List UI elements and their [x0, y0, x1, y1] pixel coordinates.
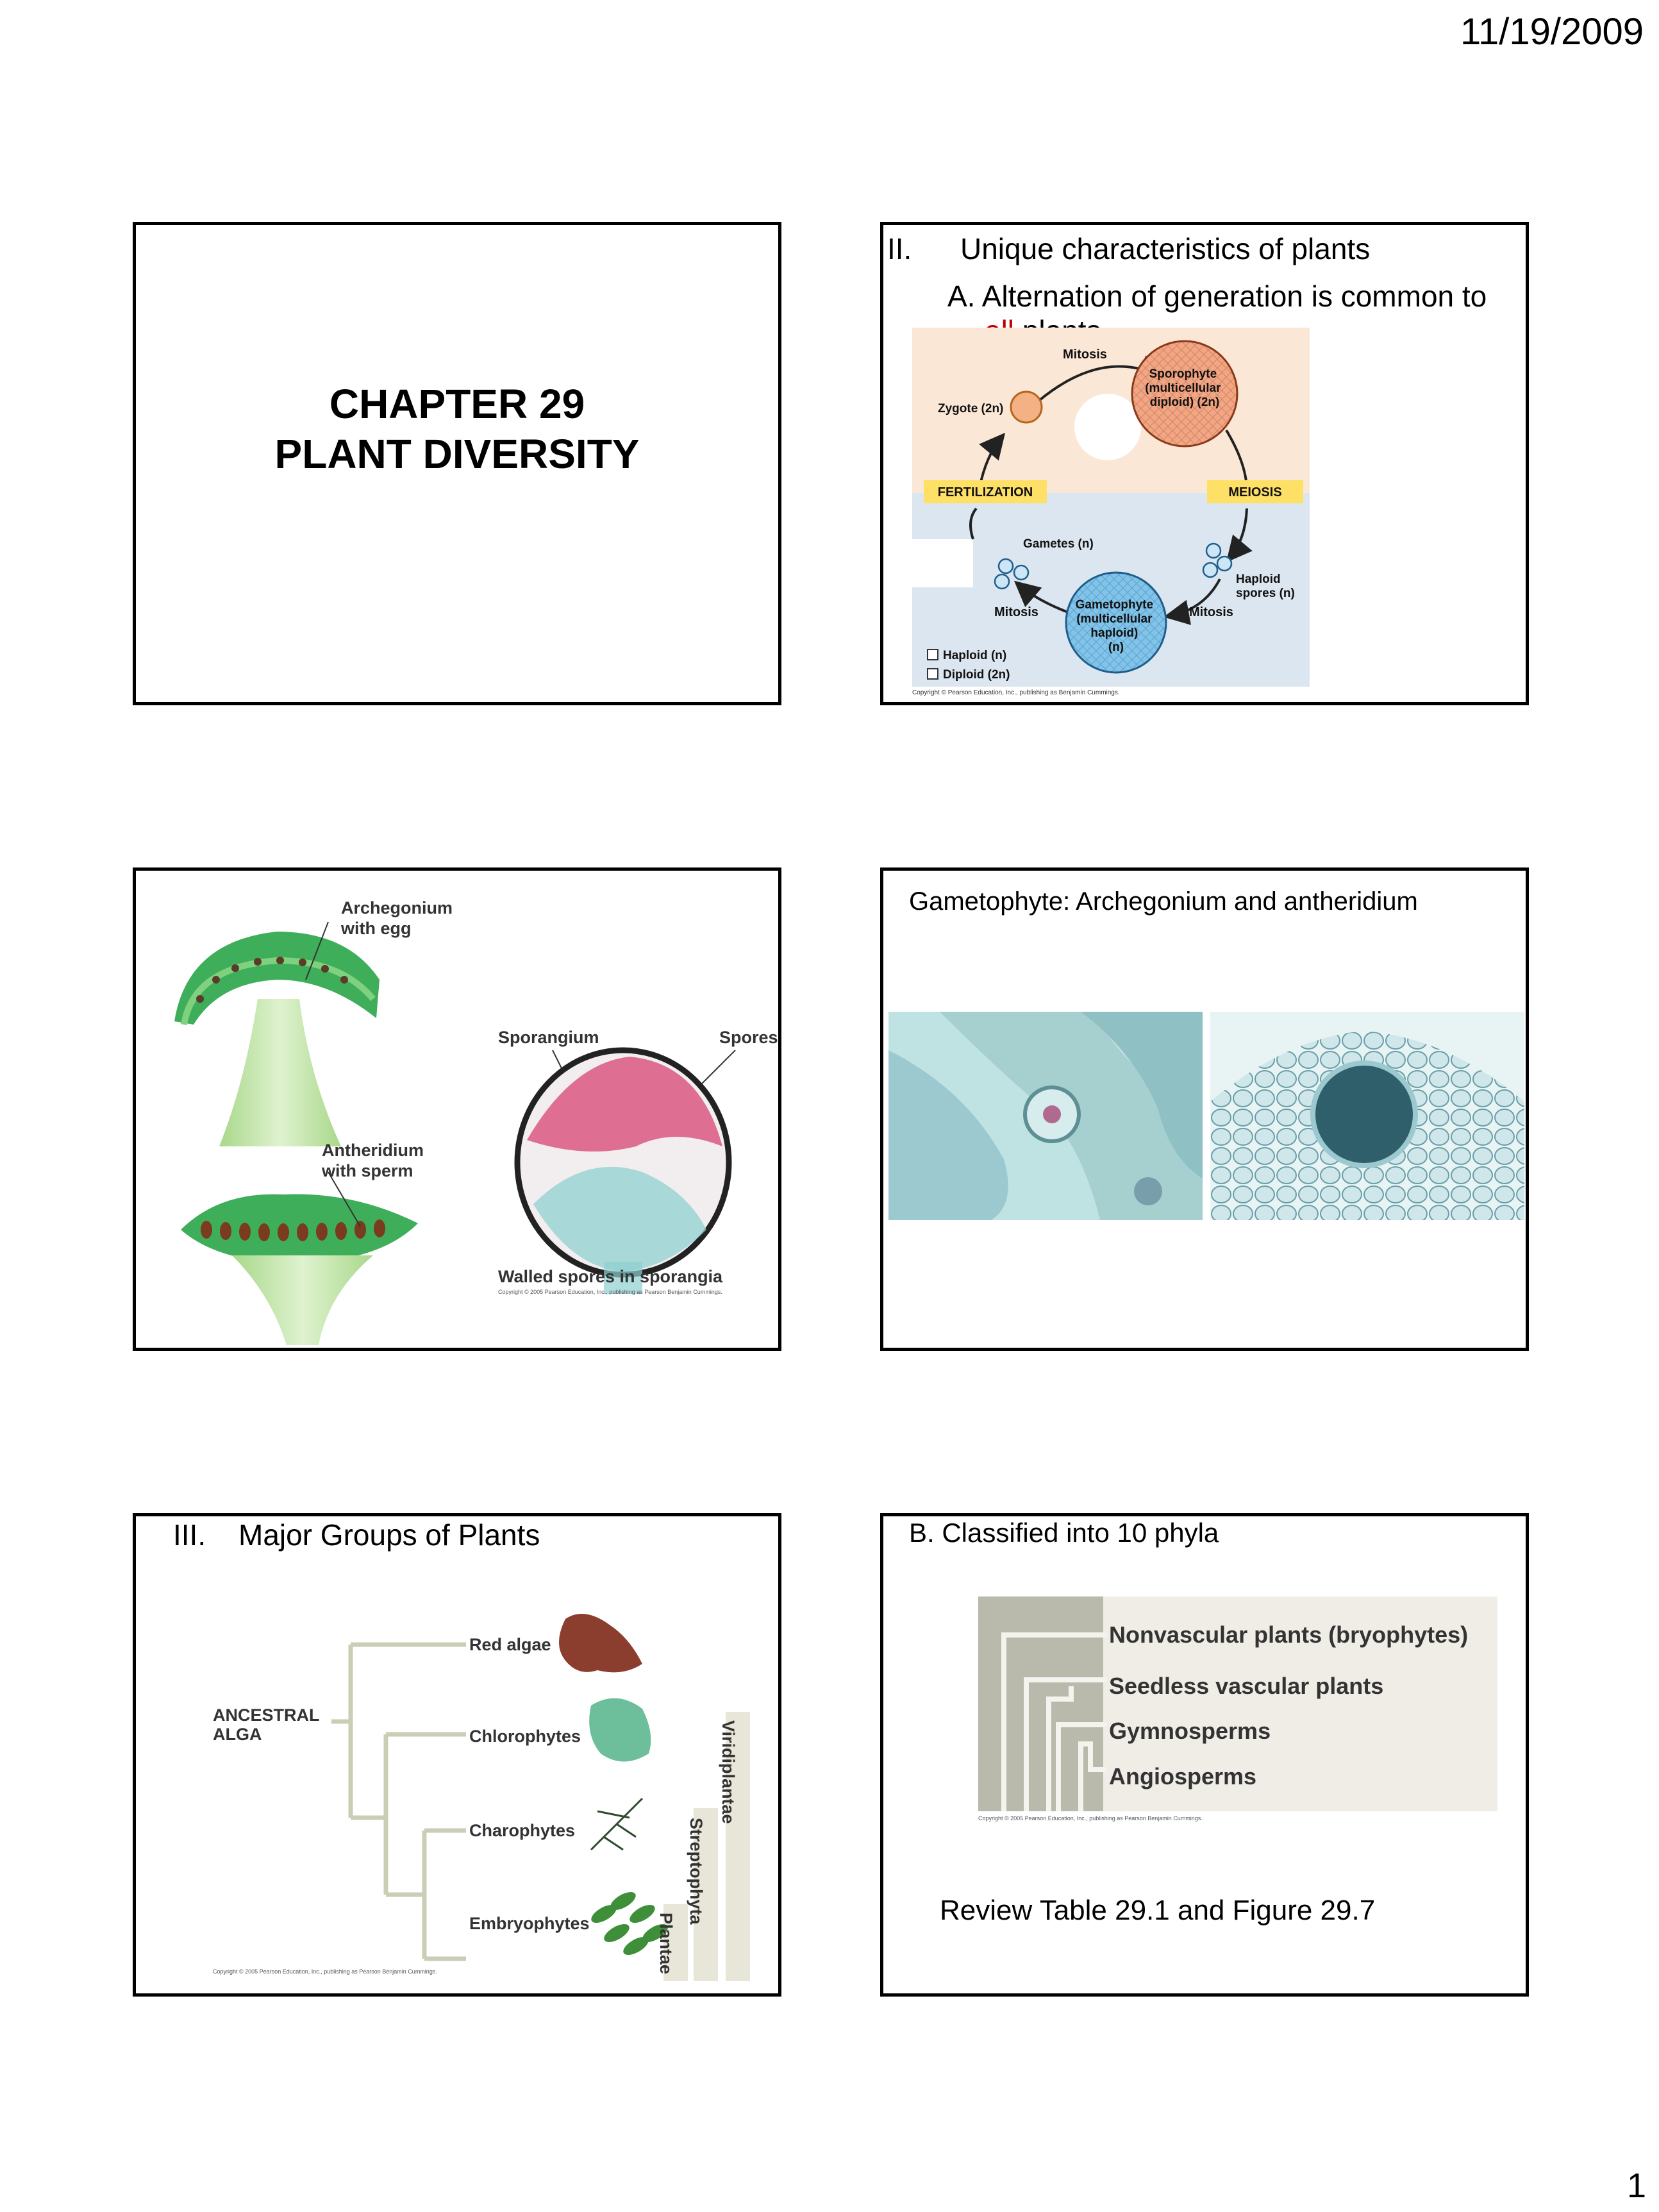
phylum-angiosperms: Angiosperms [1109, 1763, 1257, 1789]
clade-streptophyta: Streptophyta [687, 1818, 706, 1925]
slide-2-heading: Unique characteristics of plants [960, 232, 1371, 265]
slide-1-title: CHAPTER 29 PLANT DIVERSITY [136, 379, 778, 479]
label-meiosis: MEIOSIS [1228, 485, 1281, 499]
life-cycle-diagram: Mitosis Sporophyte (multicellular diploi… [912, 328, 1310, 696]
arrow-mitosis-right [1163, 578, 1221, 625]
label-fertilization: FERTILIZATION [938, 485, 1033, 499]
bryophyte-structures-figure [174, 921, 736, 1345]
micrograph-archegonium [888, 1012, 1203, 1220]
phylum-gymnosperms: Gymnosperms [1109, 1718, 1271, 1744]
title-plant-diversity: PLANT DIVERSITY [274, 431, 640, 477]
sporangium-tissue [533, 1166, 706, 1271]
slide-5-heading: Major Groups of Plants [238, 1518, 540, 1552]
slide-2-numeral: II. [887, 232, 912, 265]
label-sporophyte: Sporophyte (multicellular diploid) (2n) [1145, 367, 1224, 409]
legend-diploid: Diploid (2n) [943, 668, 1010, 682]
micrograph-antheridium [1210, 1012, 1524, 1220]
chlorophyte-illustration [589, 1698, 651, 1762]
label-zygote: Zygote (2n) [938, 402, 1003, 415]
label-mitosis-top: Mitosis [1063, 348, 1107, 362]
caption-walled-spores: Walled spores in sporangia [498, 1267, 723, 1286]
label-red-algae: Red algae [469, 1635, 551, 1654]
meiosis-box [1207, 480, 1303, 503]
charophyte-illustration [590, 1797, 644, 1851]
legend-haploid: Haploid (n) [943, 649, 1006, 662]
archegoniophore-cap [174, 932, 379, 1025]
label-spores: Spores [719, 1028, 778, 1047]
clade-viridiplantae: Viridiplantae [719, 1720, 738, 1824]
arrow-meiosis [1226, 508, 1253, 563]
phyla-cladogram [978, 1596, 1497, 1811]
page-number: 1 [1626, 2166, 1646, 2205]
review-note: Review Table 29.1 and Figure 29.7 [940, 1895, 1376, 1926]
fertilization-box [924, 480, 1047, 503]
phylum-seedless-vascular: Seedless vascular plants [1109, 1673, 1384, 1699]
slide-3-copyright: Copyright © 2005 Pearson Education, Inc.… [498, 1289, 722, 1295]
slide-4-heading: Gametophyte: Archegonium and antheridium [909, 887, 1418, 916]
archegonia-dots [196, 957, 348, 1003]
archegoniophore-stalk [219, 999, 341, 1146]
slide-5-copyright: Copyright © 2005 Pearson Education, Inc.… [213, 1968, 437, 1975]
slide-2-point: A. Alternation of generation is common t… [947, 280, 1487, 313]
label-chlorophytes: Chlorophytes [469, 1727, 581, 1746]
label-embryophytes: Embryophytes [469, 1914, 590, 1933]
clade-bars [663, 1712, 750, 1981]
slide-2: II. Unique characteristics of plants A. … [880, 222, 1529, 705]
phylogeny-tree [331, 1614, 750, 1981]
slide-5: III. Major Groups of Plants AN [133, 1513, 781, 1997]
slide-1: CHAPTER 29 PLANT DIVERSITY [133, 222, 781, 705]
diagram-copyright: Copyright © Pearson Education, Inc., pub… [912, 689, 1120, 696]
tree-branches [331, 1642, 466, 1961]
slide-6-copyright: Copyright © 2005 Pearson Education, Inc.… [978, 1815, 1203, 1822]
label-gametes: Gametes (n) [1023, 537, 1094, 551]
slide-6: B. Classified into 10 phyla Nonvascular … [880, 1513, 1529, 1997]
embryophyte-illustration [591, 1892, 668, 1955]
legend-haploid-swatch [927, 649, 938, 660]
phylum-nonvascular: Nonvascular plants (bryophytes) [1109, 1621, 1469, 1648]
slide-5-numeral: III. [173, 1518, 206, 1552]
slide-4: Gametophyte: Archegonium and antheridium [880, 867, 1529, 1351]
gamete-cells [994, 558, 1030, 590]
label-gametophyte: Gametophyte (multicellular haploid) (n) [1076, 598, 1157, 654]
zygote-cell [1010, 390, 1043, 424]
label-sporangium: Sporangium [498, 1028, 599, 1047]
label-mitosis-right: Mitosis [1189, 605, 1233, 619]
clade-plantae: Plantae [656, 1913, 676, 1975]
spore-cells [1202, 542, 1233, 578]
title-chapter: CHAPTER 29 [329, 381, 585, 427]
red-algae-illustration [559, 1614, 642, 1673]
antheridiophore-stalk [232, 1255, 373, 1345]
slide-6-heading: B. Classified into 10 phyla [909, 1518, 1219, 1548]
legend-diploid-swatch [927, 668, 938, 680]
label-charophytes: Charophytes [469, 1821, 576, 1840]
label-haploid-spores: Haploid spores (n) [1236, 573, 1295, 600]
antheridia-dots [201, 1219, 385, 1241]
label-mitosis-left: Mitosis [994, 605, 1038, 619]
document-date: 11/19/2009 [1460, 11, 1644, 53]
spore-mass [527, 1057, 722, 1152]
